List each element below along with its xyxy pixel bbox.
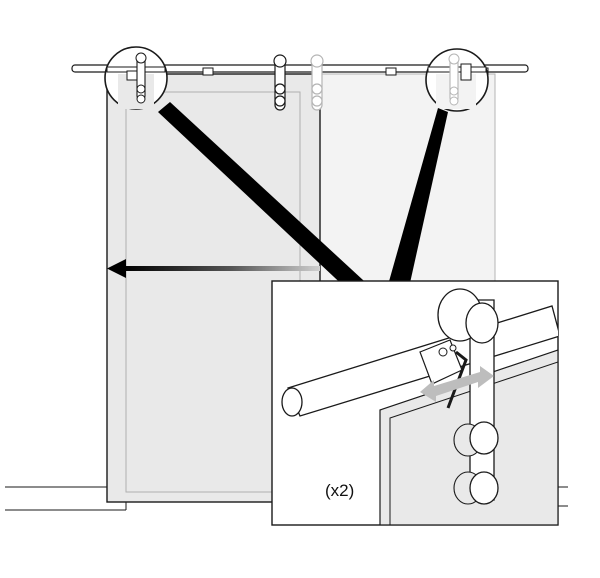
hanger-middle [273,54,287,111]
quantity-label: (x2) [325,481,354,500]
detail-zoom-panel: (x2) [271,280,559,526]
hex-key-icon [446,350,468,409]
callout-leader-left [158,102,376,292]
callout-left-roller [104,46,168,110]
hanger-rear [310,54,324,111]
adjust-direction-arrow-icon [420,366,494,402]
callout-right-roller [425,48,489,112]
callout-leader-right [386,108,448,292]
slide-left-arrow-icon [107,259,320,278]
